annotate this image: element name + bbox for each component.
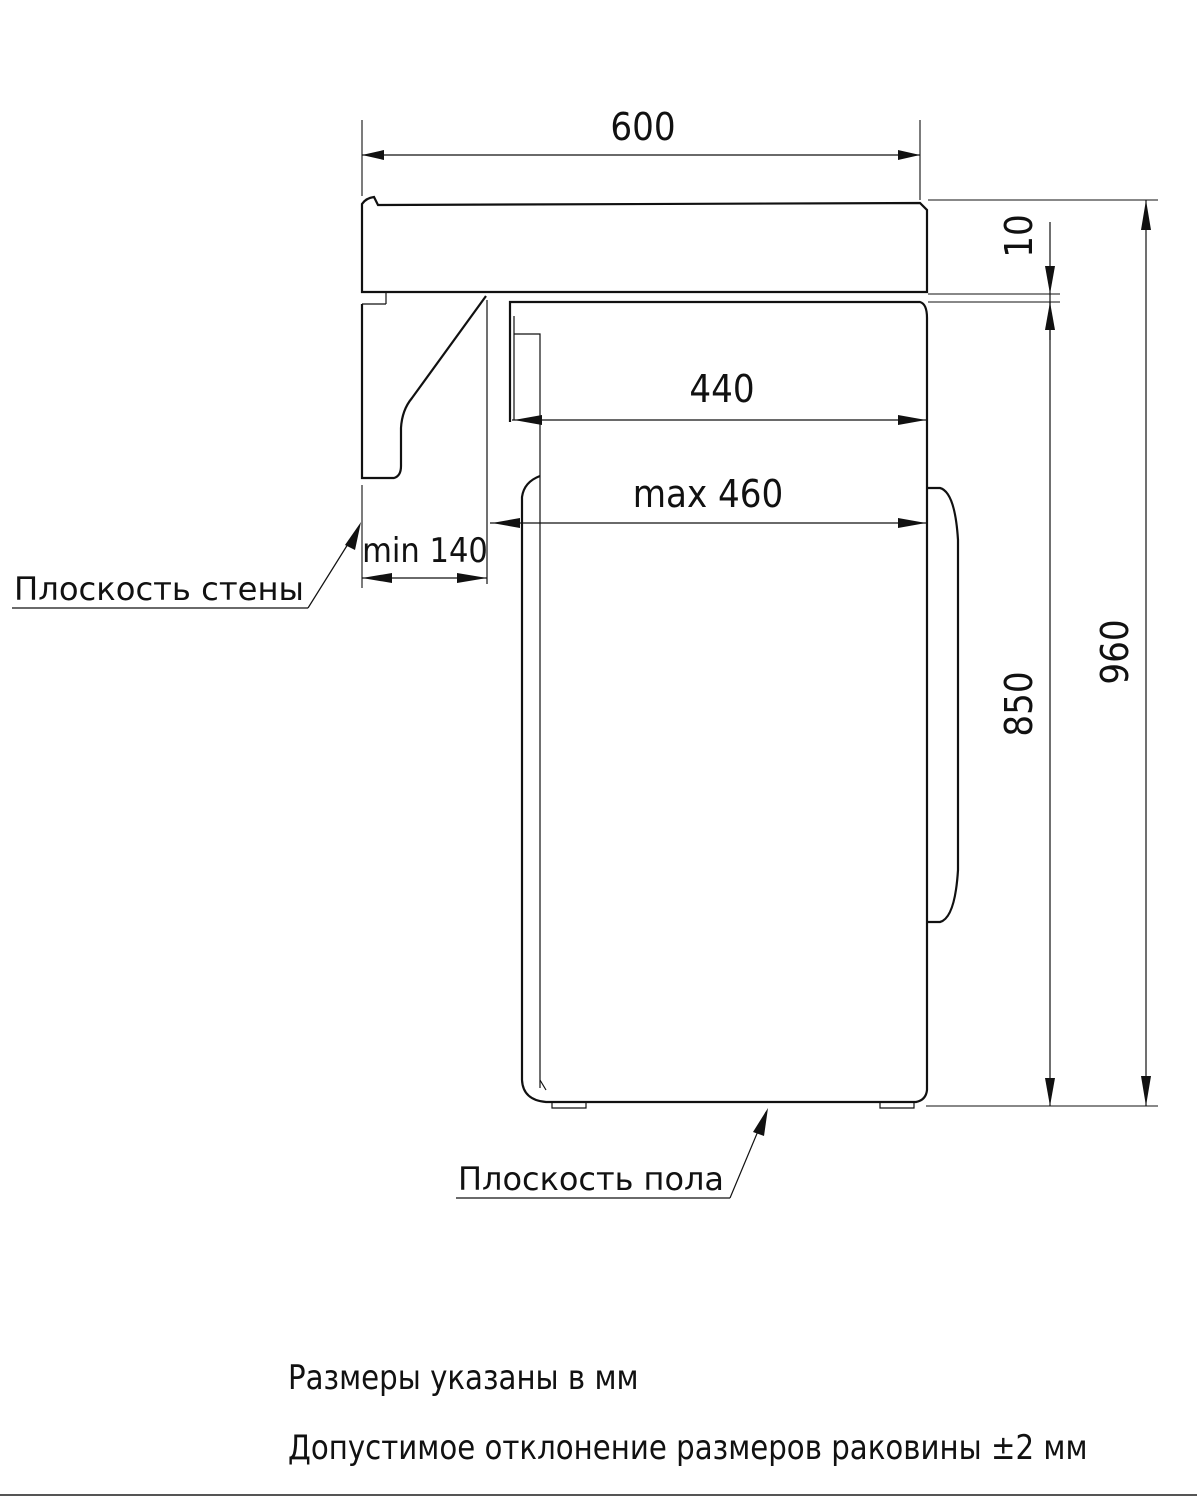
wall-plane-leader: [12, 522, 361, 609]
dimension-850: [1045, 302, 1055, 1106]
sink-bracket: [360, 295, 487, 480]
dim-label-850: 850: [997, 671, 1041, 736]
bottom-divider: [0, 1494, 1197, 1496]
dim-label-440: 440: [689, 367, 754, 411]
dimension-960: [1141, 200, 1151, 1106]
dim-label-960: 960: [1093, 619, 1137, 684]
dim-label-max-460: max 460: [633, 472, 784, 516]
sink-outline: [360, 195, 929, 305]
units-note: Размеры указаны в мм: [288, 1358, 639, 1398]
wall-plane-label: Плоскость стены: [14, 570, 304, 608]
dim-label-min-140: min 140: [362, 531, 488, 571]
dimension-max-460: [490, 518, 928, 528]
dim-label-600: 600: [610, 105, 675, 149]
dimension-440: [512, 415, 928, 425]
tolerance-note: Допустимое отклонение размеров раковины …: [288, 1428, 1088, 1468]
dimension-min-140: [362, 573, 487, 583]
washing-machine: [508, 300, 960, 1109]
floor-plane-label: Плоскость пола: [458, 1160, 724, 1198]
floor-plane-leader: [456, 1108, 768, 1199]
dimension-600: [362, 150, 920, 160]
dim-label-10: 10: [997, 214, 1041, 258]
extension-lines: [361, 120, 1158, 1107]
